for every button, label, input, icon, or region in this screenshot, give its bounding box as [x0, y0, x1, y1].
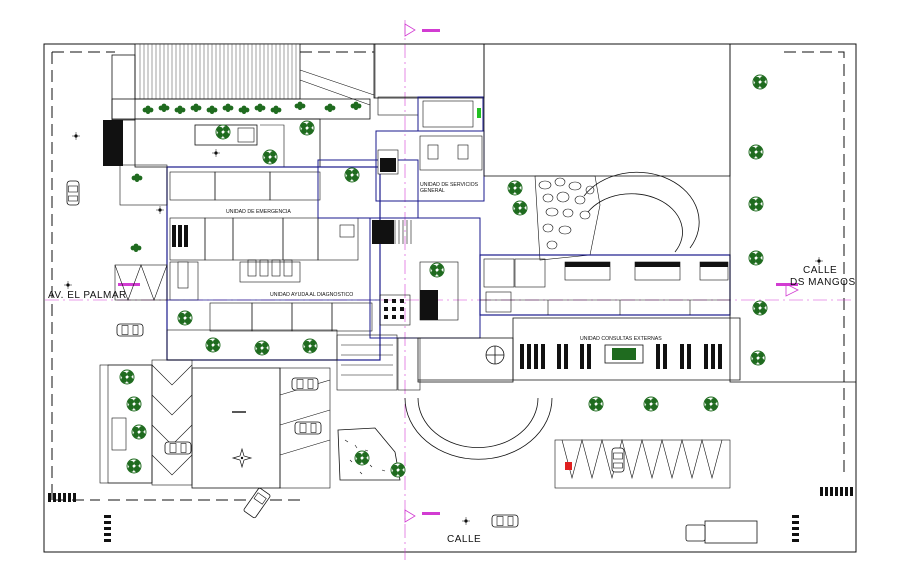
crosswalk-bottom-right	[820, 487, 853, 496]
parking-lot-right	[554, 438, 731, 489]
tree-hall-1	[177, 310, 193, 326]
label-street-south: CALLE	[447, 534, 481, 545]
label-street-east: CALLE DS MANGOS	[790, 265, 856, 288]
tree-ambulance-2	[262, 149, 278, 165]
car-south-street	[491, 514, 519, 528]
shrub-entry-2	[130, 243, 142, 252]
tree-rock-garden-1	[507, 180, 523, 196]
accessible-parking-sign	[565, 462, 572, 470]
tree-central	[429, 262, 445, 278]
crosswalk-bottom-left	[48, 493, 76, 502]
tree-hall-2	[205, 337, 221, 353]
tree-south-2	[643, 396, 659, 412]
section-marker-top	[404, 23, 416, 37]
landscaped-plaza	[337, 427, 406, 481]
section-marker-bottom	[404, 509, 416, 523]
tree-hall-3	[254, 340, 270, 356]
emergency-block	[166, 166, 381, 361]
tilted-car	[243, 487, 271, 519]
label-street-east-line2: DS MANGOS	[790, 277, 856, 288]
label-street-west: AV. EL PALMAR	[48, 290, 127, 301]
garden-strip	[107, 364, 153, 484]
tree-rock-garden-2	[512, 200, 528, 216]
tree-south-1	[588, 396, 604, 412]
label-diagnostic-unit: UNIDAD AYUDA AL DIAGNOSTICO	[270, 292, 353, 298]
round-courtyard	[583, 171, 700, 253]
stair-block	[103, 120, 123, 166]
survey-mark-5	[211, 148, 221, 158]
north-arrow	[232, 448, 252, 468]
waiting-chairs	[520, 344, 722, 369]
section-marker-right	[785, 283, 799, 297]
tree-service-yard	[344, 167, 360, 183]
car-parking-right	[611, 447, 625, 473]
car-parking-left	[116, 323, 144, 337]
hedge-row	[111, 98, 371, 120]
tree-south-3	[703, 396, 719, 412]
crosswalk-south-left	[104, 515, 111, 542]
tree-ambulance-1	[215, 124, 231, 140]
hatched-ramp-area	[134, 43, 375, 106]
property-boundary-2	[51, 52, 100, 501]
car-west-street	[66, 180, 80, 206]
tree-hall-4	[302, 338, 318, 354]
west-wing-box	[111, 54, 136, 121]
survey-mark-2	[63, 280, 73, 290]
crosswalk-south-right	[792, 515, 799, 542]
east-courtyard	[374, 43, 857, 383]
survey-mark-1	[71, 131, 81, 141]
survey-mark-4	[461, 516, 471, 526]
drawing-border	[43, 43, 857, 553]
parking-lot-left	[151, 359, 331, 489]
label-emergency-unit: UNIDAD DE EMERGENCIA	[226, 209, 291, 215]
survey-mark-6	[155, 205, 165, 215]
survey-mark-3	[814, 256, 824, 266]
outpatient-block	[479, 254, 741, 381]
tree-ambulance-3	[299, 120, 315, 136]
entry-canopy	[119, 164, 168, 206]
shrub-entry-1	[131, 173, 143, 182]
label-street-east-line1: CALLE	[803, 265, 837, 276]
label-outpatient-unit: UNIDAD CONSULTAS EXTERNAS	[580, 336, 662, 342]
records-rooms	[336, 334, 421, 391]
truck-south-street	[685, 520, 758, 544]
general-services-block	[373, 43, 485, 202]
